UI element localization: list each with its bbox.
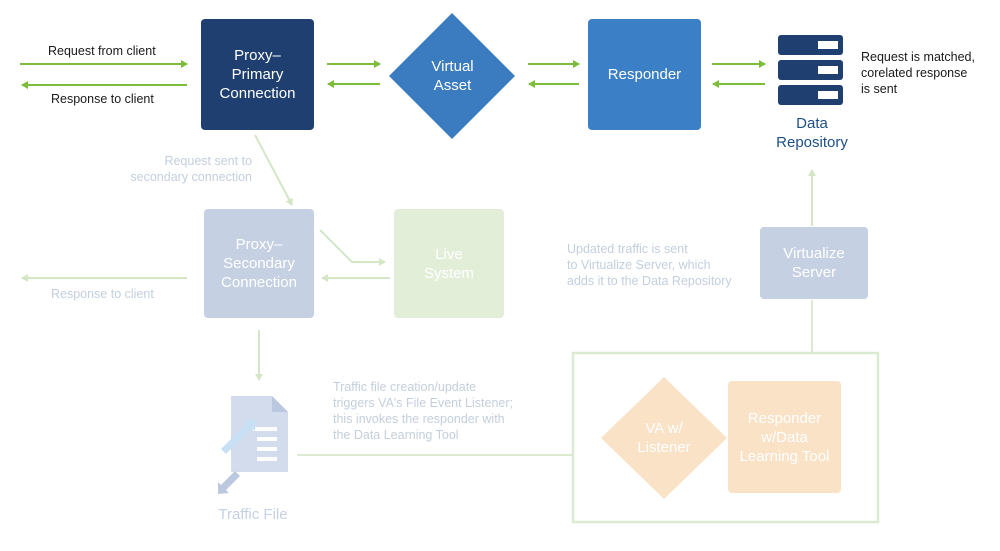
request-matched-label: Request is matched, corelated response i… — [861, 50, 975, 96]
responder-box: Responder — [588, 19, 701, 130]
proxy-secondary-box: Proxy– Secondary Connection — [204, 209, 314, 318]
va-listener-label: VA w/ Listener — [637, 420, 691, 456]
data-repository-label: Data Repository — [776, 115, 848, 151]
traffic-file-note-label: Traffic file creation/update triggers VA… — [333, 380, 514, 442]
request-from-client-label: Request from client — [48, 44, 156, 58]
virtual-asset-diamond — [389, 13, 515, 139]
proxy-primary-box: Proxy– Primary Connection — [201, 19, 314, 130]
updated-traffic-label: Updated traffic is sent to Virtualize Se… — [567, 242, 732, 288]
live-system-box: Live System — [394, 209, 504, 318]
responder-dlt-box: Responder w/Data Learning Tool — [728, 381, 841, 493]
traffic-file-icon — [218, 396, 288, 494]
arrow-secondary-to-live — [319, 229, 386, 266]
response-to-client-label: Response to client — [51, 92, 154, 106]
request-secondary-label: Request sent to secondary connection — [130, 154, 252, 184]
traffic-file-label: Traffic File — [218, 505, 288, 523]
listener-container — [571, 351, 880, 524]
database-icon — [778, 35, 843, 105]
virtualize-server-box: Virtualize Server — [760, 227, 868, 299]
arrow-primary-to-secondary — [254, 134, 293, 206]
va-listener-diamond — [601, 377, 727, 499]
virtual-asset-label: Virtual Asset — [431, 58, 474, 94]
response-to-client-faint-label: Response to client — [51, 287, 154, 301]
